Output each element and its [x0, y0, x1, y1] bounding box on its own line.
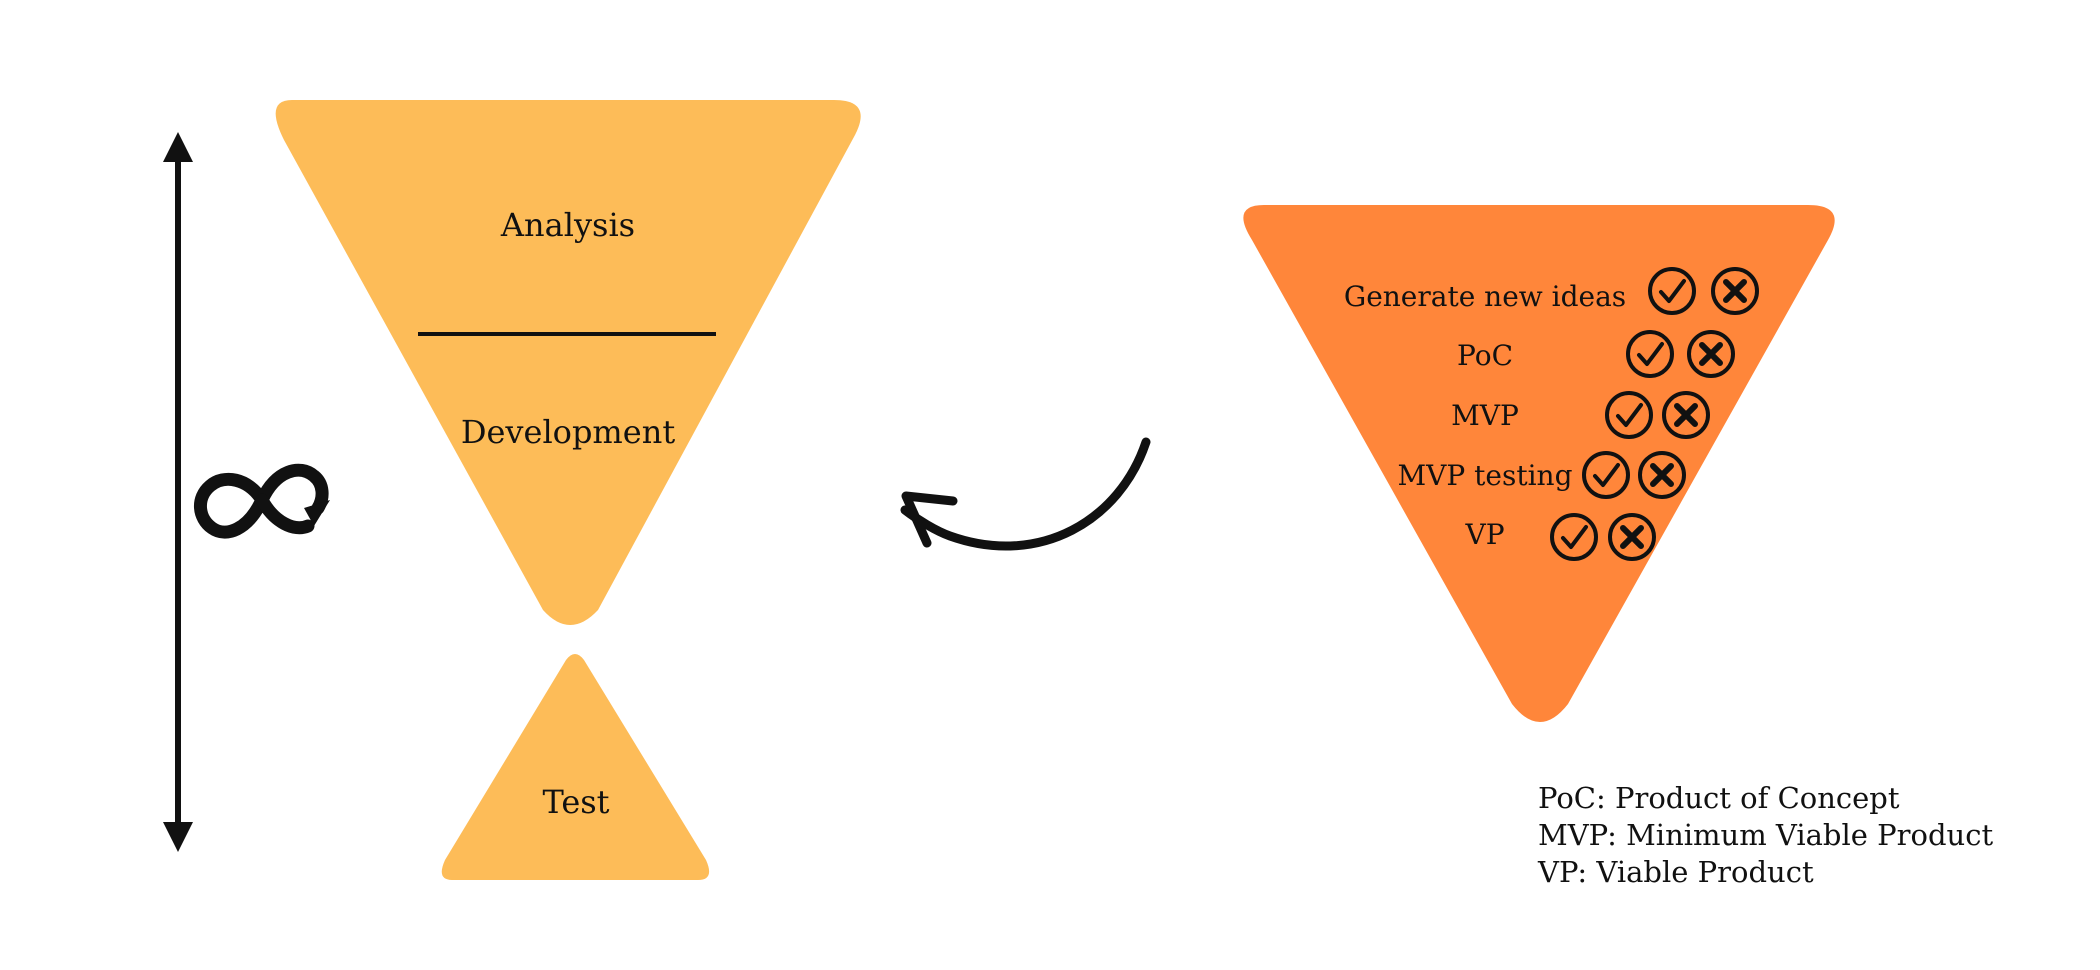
check-circle-icon	[1648, 267, 1696, 315]
check-circle-icon	[1626, 330, 1674, 378]
x-circle-icon	[1662, 391, 1710, 439]
legend-vp: VP: Viable Product	[1538, 855, 1814, 889]
funnel-step-label: MVP testing	[1398, 459, 1573, 492]
x-circle-icon	[1638, 451, 1686, 499]
funnel-step-label: VP	[1464, 518, 1504, 551]
x-circle-icon	[1608, 513, 1656, 561]
x-circle-icon	[1687, 330, 1735, 378]
funnel-step-label: Generate new ideas	[1344, 280, 1626, 313]
check-circle-icon	[1550, 513, 1598, 561]
left-funnel-bottom-shape	[441, 654, 710, 880]
x-circle-icon	[1711, 267, 1759, 315]
development-label: Development	[461, 413, 675, 451]
left-funnel-top-shape	[275, 100, 861, 625]
check-circle-icon	[1582, 451, 1630, 499]
funnel-step-label: PoC	[1457, 339, 1513, 372]
infinity-loop-icon	[194, 463, 330, 539]
legend-mvp: MVP: Minimum Viable Product	[1538, 818, 1994, 852]
check-circle-icon	[1605, 391, 1653, 439]
right-funnel-shape	[1243, 205, 1835, 722]
funnel-step-label: MVP	[1451, 399, 1519, 432]
analysis-label: Analysis	[500, 206, 635, 244]
legend-poc: PoC: Product of Concept	[1538, 781, 1900, 815]
double-headed-vertical-arrow-icon	[163, 132, 193, 852]
test-label: Test	[542, 783, 609, 821]
curved-arrow-left-icon	[900, 437, 1151, 551]
